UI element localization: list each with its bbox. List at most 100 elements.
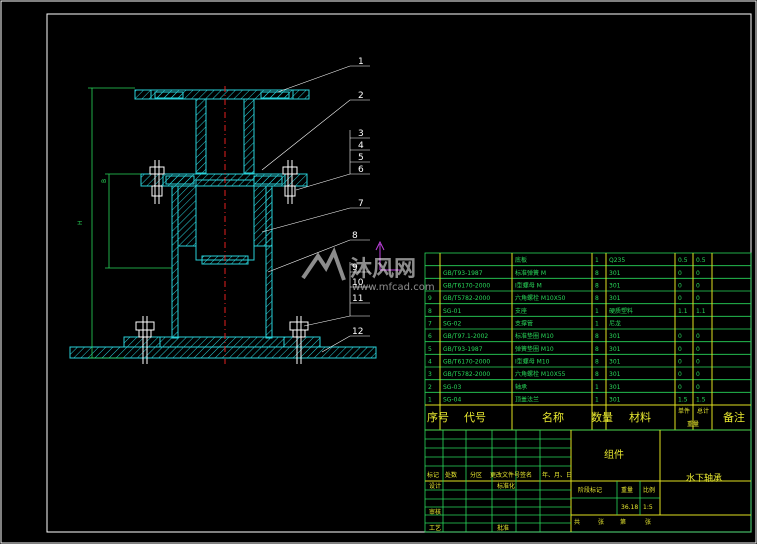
housing-right [265, 185, 273, 339]
balloon-5: 5 [358, 153, 364, 163]
base-plate [69, 346, 377, 359]
tb-weight: 重量 [621, 486, 633, 494]
parts-cell-name: 六角螺栓 M10X55 [515, 370, 566, 378]
parts-cell-no: 8 [428, 308, 432, 315]
tb-design: 设计 [429, 482, 441, 490]
parts-cell-w1: 0 [678, 384, 682, 391]
parts-cell-qty: 8 [595, 371, 599, 378]
parts-cell-material: 301 [609, 333, 621, 340]
parts-cell-w1: 0 [678, 270, 682, 277]
parts-cell-w2: 0 [696, 384, 700, 391]
parts-cell-name: 底板 [515, 256, 527, 264]
parts-cell-qty: 8 [595, 283, 599, 290]
balloon-12: 12 [352, 327, 363, 337]
parts-cell-w2: 0 [696, 295, 700, 302]
parts-cell-w2: 0 [696, 333, 700, 340]
tb-drawing-title: 水下轴承 [686, 472, 722, 484]
parts-cell-w1: 0 [678, 333, 682, 340]
balloon-3: 3 [358, 129, 364, 139]
parts-cell-code: SG-04 [443, 397, 461, 404]
parts-cell-no: 1 [428, 397, 432, 404]
tb-change-doc: 更改文件号 [490, 471, 520, 479]
tb-date: 年、月、日 [542, 471, 572, 479]
tb-group: 组件 [604, 448, 624, 461]
watermark-brand: 沐风网 [350, 257, 416, 282]
parts-cell-name: 标准弹簧 M [515, 269, 546, 277]
bolt-bottom-left [135, 316, 155, 364]
parts-cell-w1: 1.5 [678, 397, 688, 404]
shaft-wall-right [243, 98, 255, 174]
header-code: 代号 [464, 411, 486, 424]
parts-cell-material: Q235 [609, 257, 625, 264]
header-qty: 数量 [591, 411, 613, 424]
tb-review: 审核 [429, 508, 441, 516]
parts-cell-w2: 0 [696, 283, 700, 290]
balloon-7: 7 [358, 199, 364, 209]
tb-approve: 批准 [497, 524, 509, 532]
parts-cell-name: 轴承 [515, 383, 527, 391]
parts-cell-name: 六角螺栓 M10X50 [515, 294, 566, 302]
shaft-wall-left [195, 98, 207, 174]
header-single: 单件 [678, 407, 690, 415]
parts-cell-code: SG-03 [443, 384, 461, 391]
parts-cell-material: 301 [609, 346, 621, 353]
balloon-8: 8 [352, 231, 358, 241]
parts-cell-w2: 0 [696, 371, 700, 378]
watermark-logo-icon [301, 246, 346, 281]
parts-cell-code: SG-02 [443, 321, 461, 328]
parts-cell-material: 301 [609, 384, 621, 391]
parts-cell-qty: 1 [595, 397, 599, 404]
parts-cell-no: 4 [428, 359, 432, 366]
parts-cell-name: 支座 [515, 307, 527, 315]
title-block [424, 429, 752, 533]
parts-cell-material: 尼龙 [609, 320, 621, 328]
balloon-9: 9 [352, 263, 358, 273]
parts-cell-name: 支撑管 [515, 320, 533, 328]
tb-sheet-label2: 张 [645, 518, 651, 526]
parts-cell-code: GB/T97.1-2002 [443, 333, 488, 340]
parts-cell-w1: 0.5 [678, 257, 688, 264]
tb-sheet-total: 共 [574, 518, 580, 526]
bolt-middle-right [282, 160, 298, 204]
balloon-1: 1 [358, 57, 364, 67]
parts-cell-code: GB/T5782-2000 [443, 371, 490, 378]
assembly-view [69, 86, 377, 364]
parts-cell-qty: 1 [595, 257, 599, 264]
parts-cell-name: 弹簧垫圈 M10 [515, 345, 554, 353]
parts-cell-qty: 8 [595, 295, 599, 302]
parts-cell-w1: 0 [678, 371, 682, 378]
parts-cell-w1: 0 [678, 346, 682, 353]
parts-cell-code: GB/T93-1987 [443, 346, 483, 353]
header-no: 序号 [427, 410, 449, 424]
parts-cell-material: 硬质塑料 [609, 307, 633, 315]
parts-cell-w2: 1.5 [696, 397, 706, 404]
tb-sign: 签名 [520, 471, 532, 479]
parts-cell-material: 301 [609, 270, 621, 277]
bolt-bottom-right [289, 316, 309, 364]
parts-cell-w2: 1.1 [696, 308, 706, 315]
parts-cell-no: 7 [428, 321, 432, 328]
parts-cell-qty: 1 [595, 308, 599, 315]
parts-cell-w1: 0 [678, 283, 682, 290]
parts-cell-w1: 0 [678, 295, 682, 302]
header-name: 名称 [542, 410, 564, 424]
parts-cell-name: 顶盖法兰 [515, 396, 539, 404]
ucs-icon [375, 240, 400, 271]
tb-process: 工艺 [429, 524, 441, 532]
parts-cell-w2: 0 [696, 359, 700, 366]
tb-mark: 标记 [427, 471, 439, 479]
bolt-middle-left [149, 160, 165, 204]
balloon-2: 2 [358, 91, 364, 101]
parts-cell-name: I型螺母 M10 [515, 358, 550, 366]
dimension-h: H [77, 220, 84, 225]
parts-cell-material: 301 [609, 295, 621, 302]
balloon-4: 4 [358, 141, 364, 151]
tb-scale-label: 比例 [643, 486, 655, 494]
parts-cell-no: 3 [428, 371, 432, 378]
parts-cell-name: 标准垫圈 M10 [515, 332, 554, 340]
parts-cell-w2: 0 [696, 346, 700, 353]
parts-cell-code: GB/T6170-2000 [443, 283, 490, 290]
